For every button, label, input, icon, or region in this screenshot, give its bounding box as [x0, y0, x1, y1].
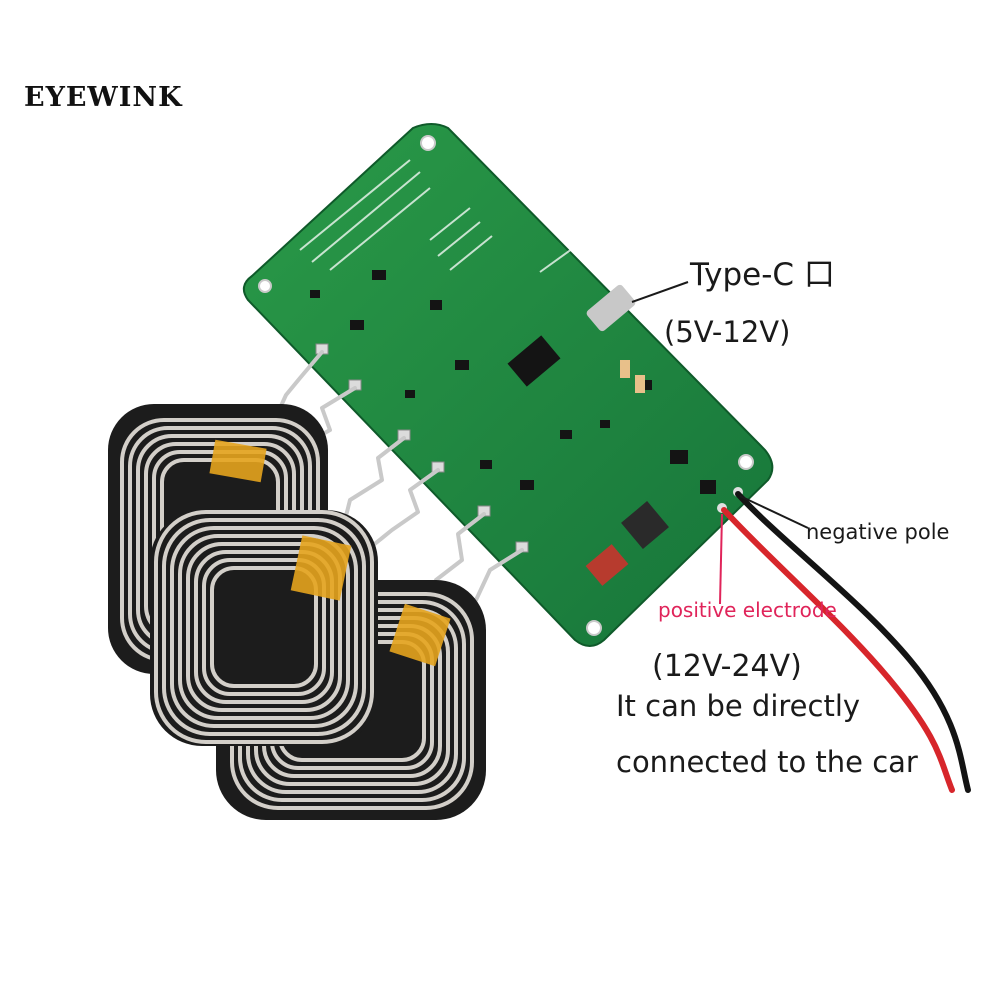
positive-electrode-label: positive electrode [658, 598, 837, 622]
car-note-line-1: It can be directly [616, 689, 861, 723]
mounting-holes [258, 135, 754, 636]
silkscreen-text [299, 159, 591, 273]
type-c-label: Type-C 口 [690, 257, 835, 293]
car-note-line-2: connected to the car [616, 745, 918, 779]
red-wire [721, 507, 955, 793]
positive-callout-line [719, 513, 723, 605]
pcb-board [242, 123, 774, 647]
typec-voltage-label: (5V-12V) [664, 315, 791, 349]
black-wire [735, 491, 971, 793]
negative-callout-line [739, 495, 809, 529]
coil-2 [150, 510, 378, 746]
components [310, 270, 716, 586]
negative-pole-label: negative pole [806, 520, 950, 544]
coil-solder-pads [315, 343, 529, 553]
brand-logo: EYEWINK [24, 82, 183, 113]
type-c-callout-line [631, 281, 689, 303]
power-wires [721, 491, 971, 793]
car-voltage-label: (12V-24V) [652, 649, 802, 684]
callout-lines [631, 281, 809, 605]
